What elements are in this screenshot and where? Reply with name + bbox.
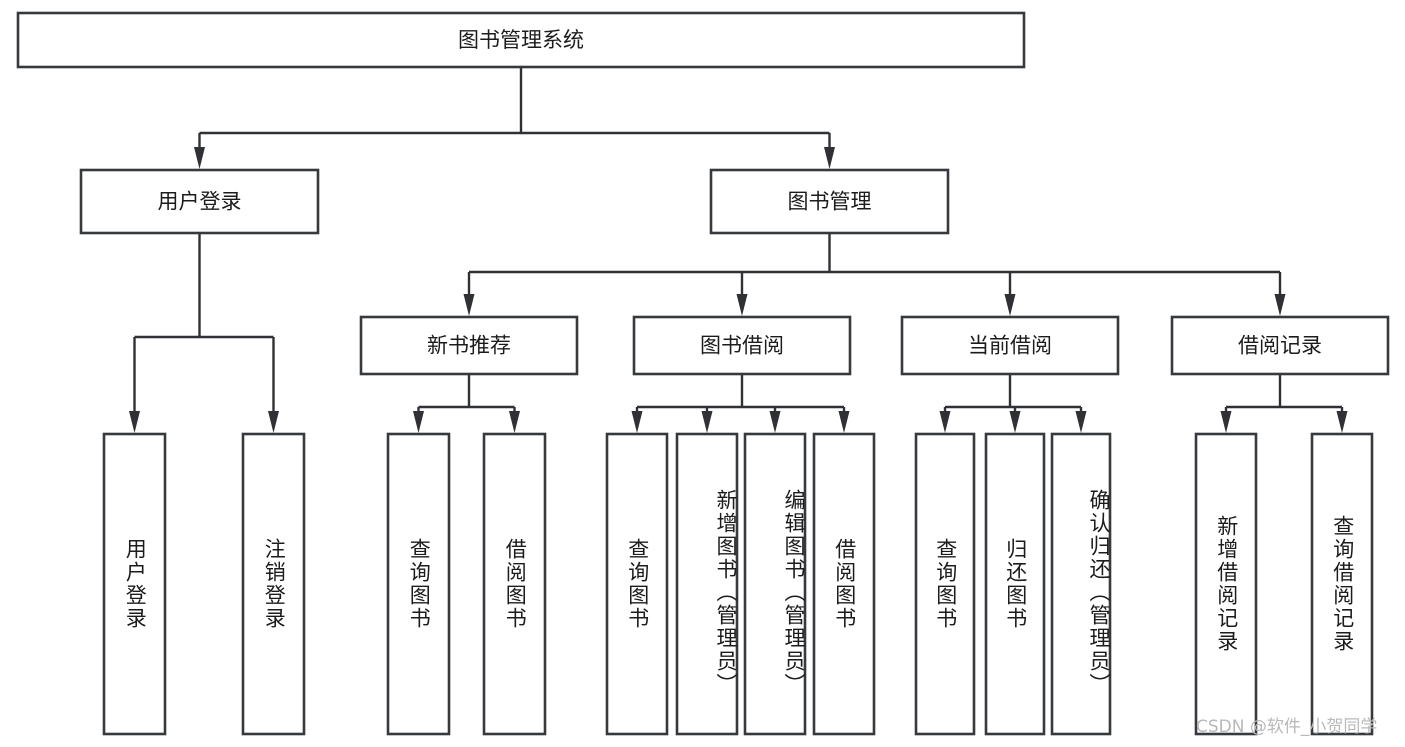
arrow-head-icon <box>413 411 424 433</box>
node-level2-2[interactable] <box>900 315 1120 376</box>
node-level1-1[interactable] <box>709 168 950 235</box>
node-root-label: 图书管理系统 <box>458 28 584 52</box>
arrow-head-icon <box>1274 294 1286 316</box>
csdn-watermark: CSDN @软件_小贺同学 <box>1196 717 1378 737</box>
node-level2-0[interactable] <box>359 315 579 376</box>
node-leaf-11[interactable] <box>1194 432 1258 736</box>
node-leaf-1[interactable] <box>241 432 306 736</box>
node-leaf-3[interactable] <box>482 432 547 736</box>
node-leaf-7[interactable] <box>812 432 876 736</box>
arrow-head-icon <box>769 411 781 433</box>
node-box-layer <box>16 11 1390 736</box>
arrow-head-icon <box>1009 411 1021 433</box>
arrow-head-icon <box>194 147 205 169</box>
node-leaf-4[interactable] <box>605 432 669 736</box>
node-level1-0[interactable] <box>79 168 320 235</box>
node-leaf-10[interactable] <box>1050 432 1112 736</box>
node-root[interactable] <box>16 11 1026 69</box>
node-level2-3[interactable] <box>1170 315 1390 376</box>
arrow-head-icon <box>129 411 140 433</box>
arrow-head-icon <box>1075 411 1087 433</box>
arrow-head-icon <box>939 411 951 433</box>
node-leaf-8[interactable] <box>914 432 976 736</box>
node-level2-label-0: 新书推荐 <box>427 334 511 358</box>
arrow-head-icon <box>838 411 850 433</box>
arrow-head-icon <box>1336 411 1348 433</box>
node-leaf-5[interactable] <box>675 432 739 736</box>
node-level2-label-2: 当前借阅 <box>968 334 1052 358</box>
arrow-head-icon <box>1220 411 1232 433</box>
node-level2-label-3: 借阅记录 <box>1238 334 1322 358</box>
arrow-head-icon <box>631 411 643 433</box>
node-leaf-12[interactable] <box>1310 432 1374 736</box>
arrow-head-icon <box>463 294 475 316</box>
node-leaf-0[interactable] <box>102 432 167 736</box>
node-level2-label-1: 图书借阅 <box>700 334 784 358</box>
node-level1-label-1: 图书管理 <box>788 190 872 214</box>
arrow-head-icon <box>701 411 713 433</box>
arrow-head-icon <box>824 147 835 169</box>
node-level2-1[interactable] <box>632 315 852 376</box>
arrow-head-icon <box>509 411 520 433</box>
arrow-head-icon <box>1004 294 1016 316</box>
arrow-head-icon <box>736 294 748 316</box>
node-leaf-9[interactable] <box>984 432 1046 736</box>
arrow-head-icon <box>268 411 279 433</box>
node-leaf-6[interactable] <box>743 432 807 736</box>
connector-layer <box>129 67 1348 433</box>
node-level1-label-0: 用户登录 <box>158 190 242 214</box>
node-leaf-2[interactable] <box>386 432 451 736</box>
